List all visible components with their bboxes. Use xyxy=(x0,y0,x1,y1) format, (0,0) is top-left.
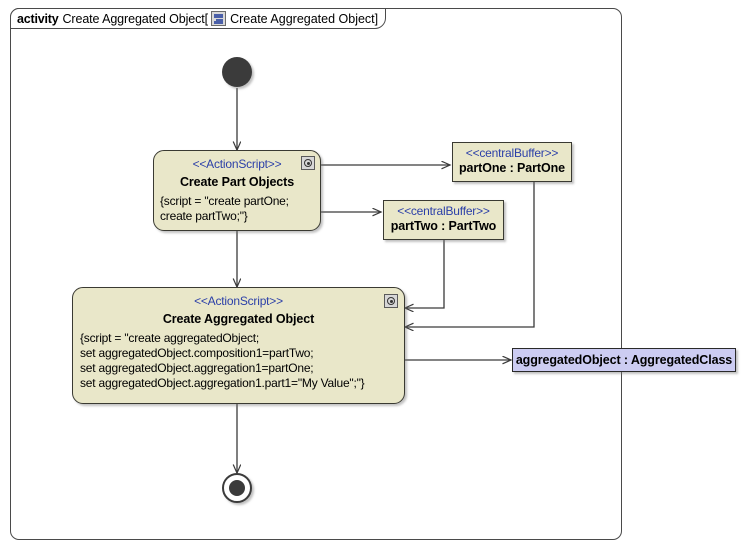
buffer-stereotype: <<centralBuffer>> xyxy=(465,146,559,160)
frame-bracket-open: [ xyxy=(204,11,209,26)
action-stereotype: <<ActionScript>> xyxy=(192,157,282,171)
action-script-icon xyxy=(384,294,398,308)
activity-frame-title: activity Create Aggregated Object [ Crea… xyxy=(10,8,387,29)
activity-final-node[interactable] xyxy=(222,473,252,503)
action-name: Create Aggregated Object xyxy=(162,312,315,326)
buffer-stereotype: <<centralBuffer>> xyxy=(397,204,490,218)
action-create-part-objects[interactable]: <<ActionScript>> Create Part Objects {sc… xyxy=(153,150,321,231)
activity-frame xyxy=(10,8,622,540)
script-line: create partTwo;"} xyxy=(160,209,248,223)
script-line: set aggregatedObject.aggregation1.part1=… xyxy=(80,376,365,390)
frame-name: Create Aggregated Object xyxy=(62,11,205,26)
object-node-label: aggregatedObject : AggregatedClass xyxy=(515,353,733,367)
action-name: Create Part Objects xyxy=(179,175,295,189)
action-script-icon xyxy=(301,156,315,170)
script-line: {script = "create aggregatedObject; xyxy=(80,331,260,345)
frame-bracket-close: ] xyxy=(374,11,379,26)
activity-diagram-icon xyxy=(211,11,227,26)
script-line: {script = "create partOne; xyxy=(160,194,289,208)
buffer-name: partTwo : PartTwo xyxy=(390,219,497,233)
initial-node[interactable] xyxy=(222,57,252,87)
frame-keyword: activity xyxy=(17,11,59,26)
buffer-name: partOne : PartOne xyxy=(459,161,565,175)
action-create-aggregated-object[interactable]: <<ActionScript>> Create Aggregated Objec… xyxy=(72,287,405,404)
script-line: set aggregatedObject.aggregation1=partOn… xyxy=(80,361,314,375)
central-buffer-part-one[interactable]: <<centralBuffer>> partOne : PartOne xyxy=(452,142,572,182)
frame-tab-label: Create Aggregated Object xyxy=(230,11,375,26)
action-script-body: {script = "create aggregatedObject; set … xyxy=(80,331,404,391)
action-stereotype: <<ActionScript>> xyxy=(194,294,283,308)
script-line: set aggregatedObject.composition1=partTw… xyxy=(80,346,314,360)
object-node-aggregated-object[interactable]: aggregatedObject : AggregatedClass xyxy=(512,348,736,372)
action-script-body: {script = "create partOne; create partTw… xyxy=(160,194,320,224)
central-buffer-part-two[interactable]: <<centralBuffer>> partTwo : PartTwo xyxy=(383,200,504,240)
